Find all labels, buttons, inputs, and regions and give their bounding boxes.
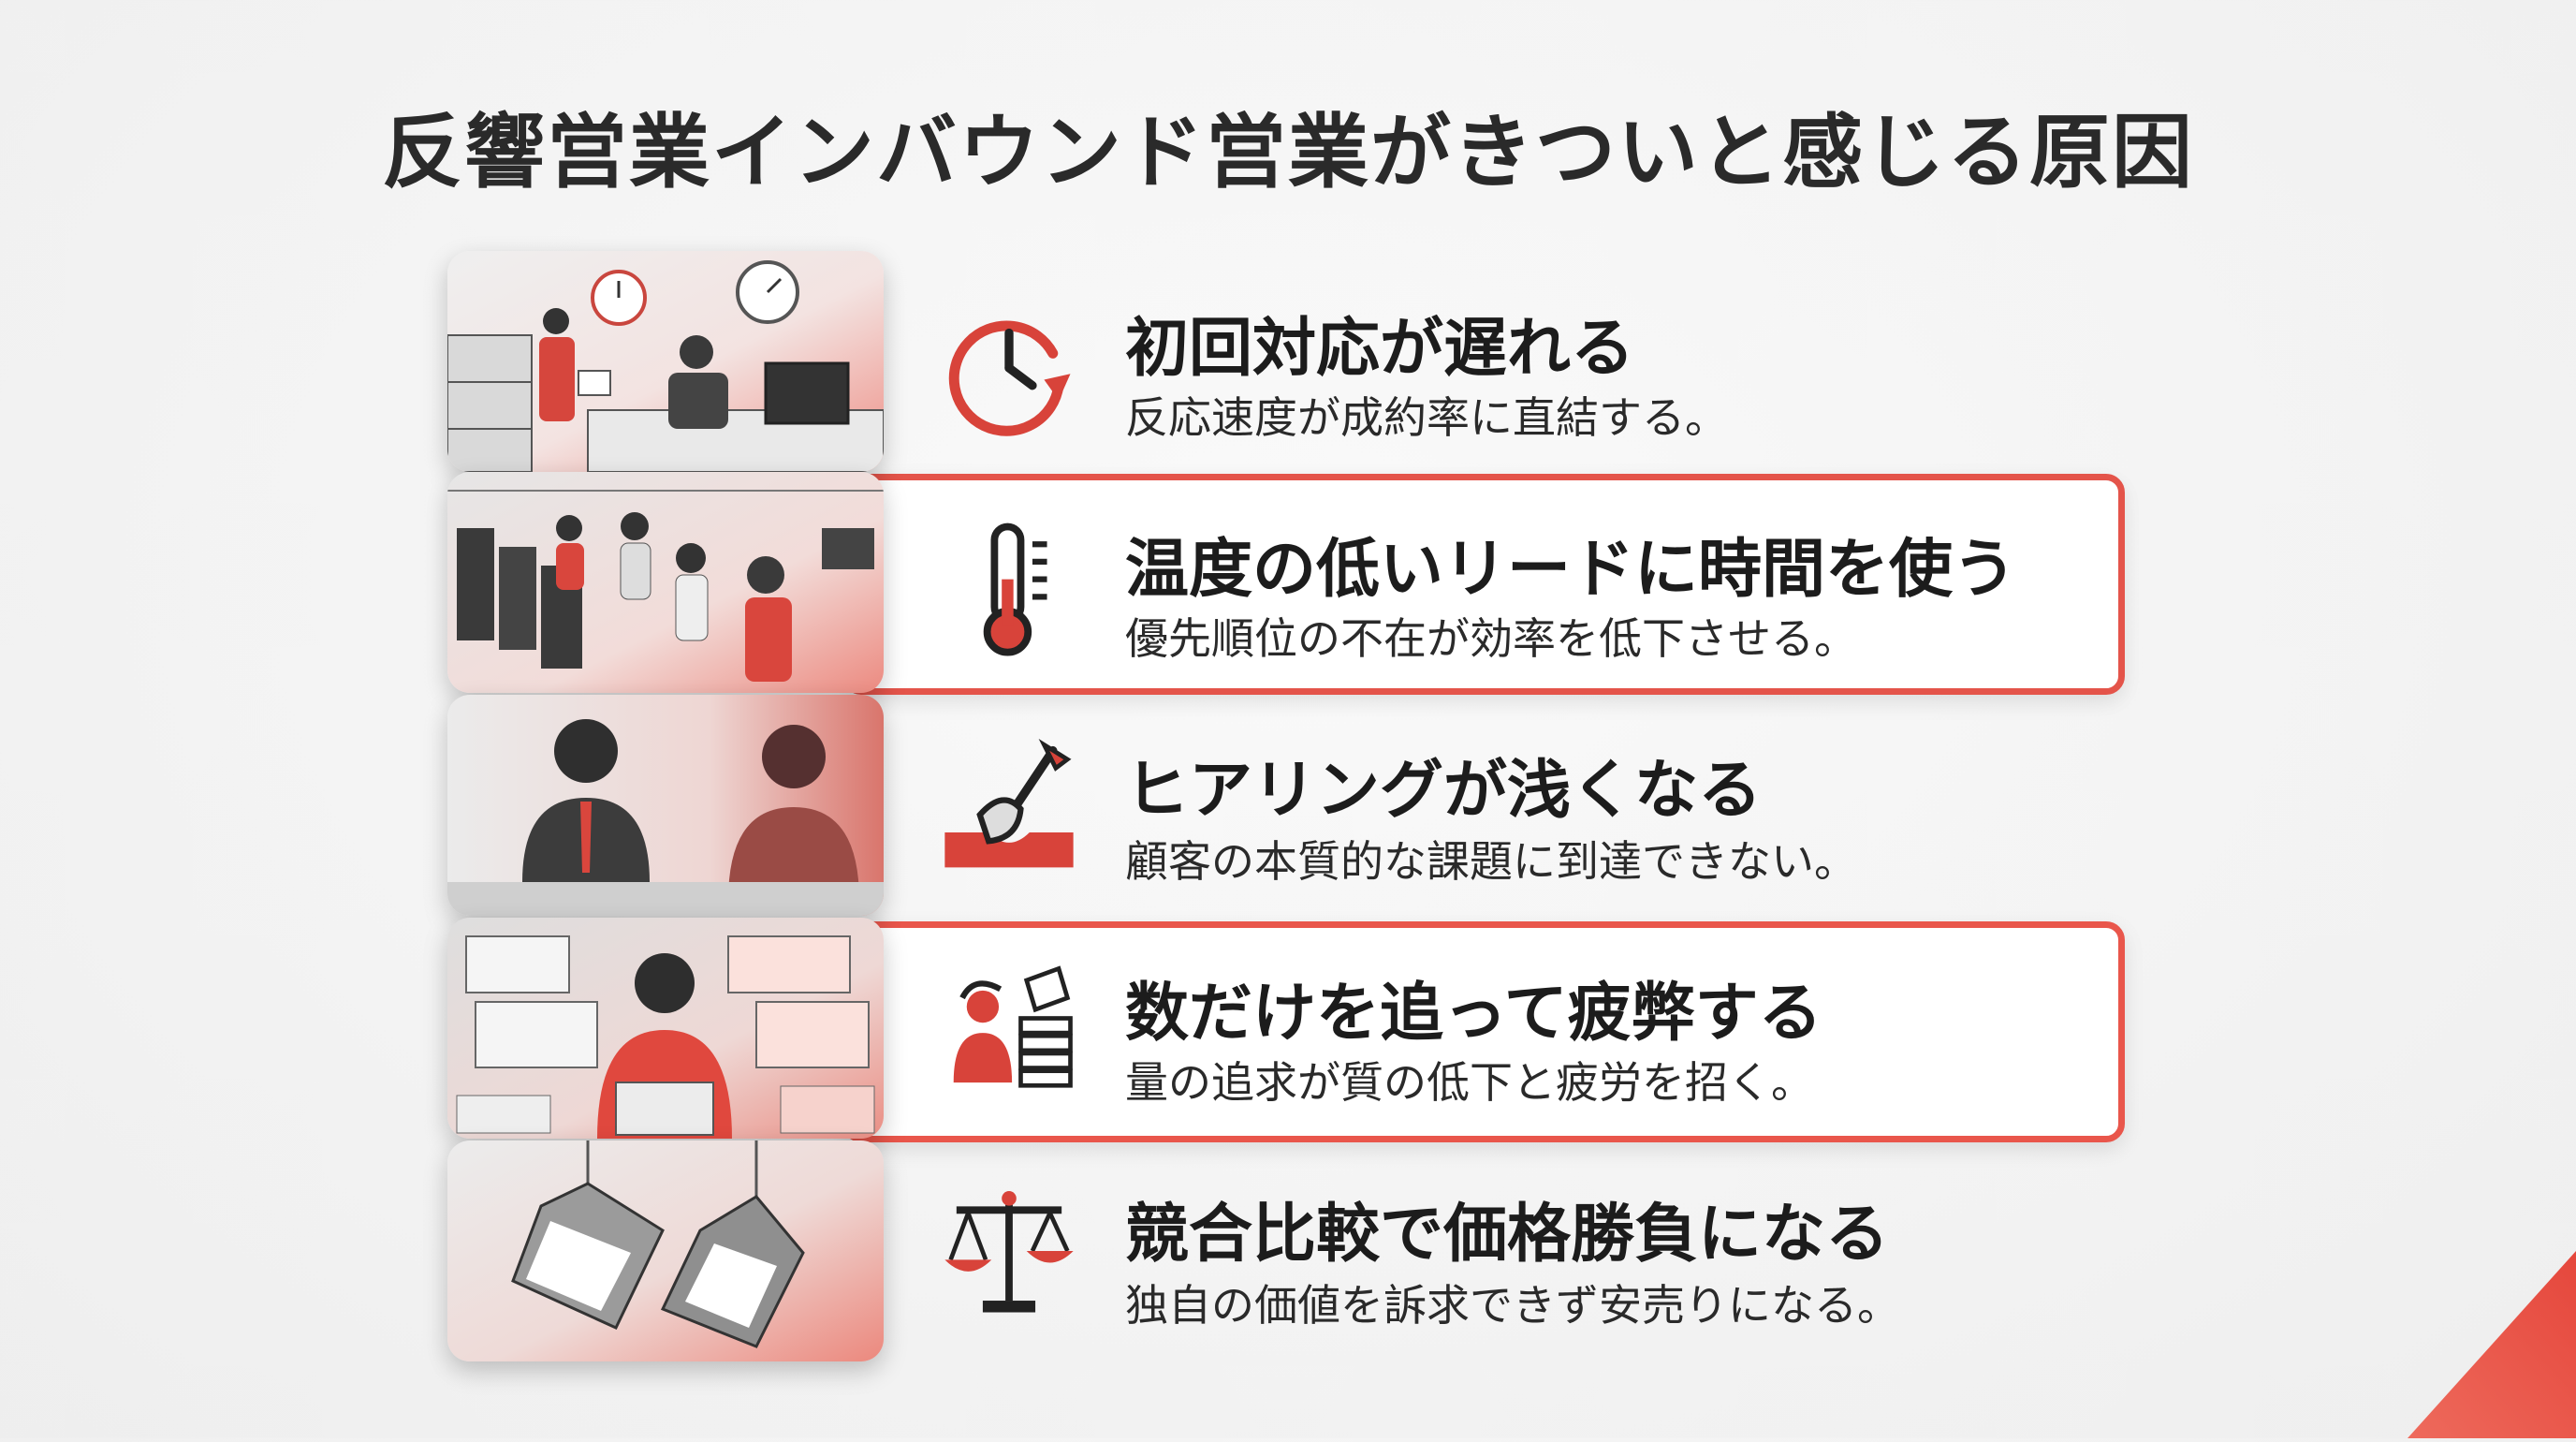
illustration-late-response bbox=[447, 251, 884, 472]
page-title: 反響営業インバウンド営業がきついと感じる原因 bbox=[382, 106, 2194, 199]
illustration-price-tags bbox=[447, 1140, 884, 1361]
shovel-icon bbox=[936, 736, 1082, 882]
corner-accent bbox=[2351, 1251, 2576, 1438]
illustration-call-center bbox=[447, 472, 884, 693]
illustration-overwork bbox=[447, 918, 884, 1139]
item-title-5: 競合比較で価格勝負になる bbox=[1125, 1198, 1890, 1272]
item-title-1: 初回対応が遅れる bbox=[1125, 312, 1635, 386]
stressed-person-icon bbox=[936, 957, 1082, 1103]
thermometer-icon bbox=[936, 515, 1082, 661]
item-desc-3: 顧客の本質的な課題に到達できない。 bbox=[1125, 836, 1857, 887]
highlight-frame-2 bbox=[842, 474, 2125, 695]
item-title-2: 温度の低いリードに時間を使う bbox=[1125, 533, 2017, 607]
item-title-4: 数だけを追って疲弊する bbox=[1125, 977, 1822, 1051]
item-desc-5: 独自の価値を訴求できず安売りになる。 bbox=[1125, 1280, 1900, 1331]
item-desc-1: 反応速度が成約率に直結する。 bbox=[1125, 392, 1728, 443]
illustration-meeting bbox=[447, 695, 884, 916]
item-desc-2: 優先順位の不在が効率を低下させる。 bbox=[1125, 613, 1857, 664]
item-title-3: ヒアリングが浅くなる bbox=[1125, 754, 1763, 828]
clock-arrow-icon bbox=[936, 295, 1082, 441]
balance-scale-icon bbox=[936, 1178, 1082, 1324]
item-desc-4: 量の追求が質の低下と疲労を招く。 bbox=[1125, 1057, 1814, 1108]
